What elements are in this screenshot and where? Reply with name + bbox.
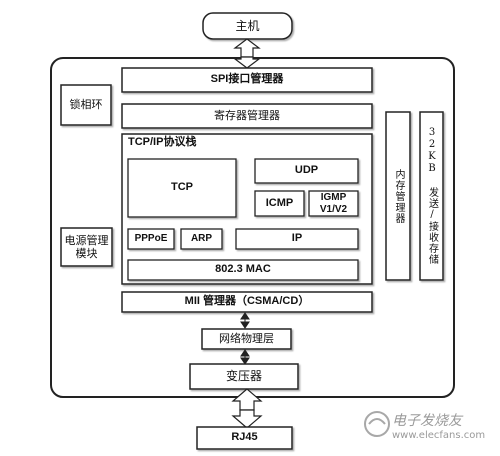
host-label: 主机	[235, 18, 260, 33]
mac-box	[127, 259, 359, 281]
spi-box	[121, 67, 373, 93]
mii-label: MII 管理器（CSMA/CD）	[184, 295, 310, 308]
transformer-label: 变压器	[225, 369, 262, 384]
ip-label: IP	[291, 232, 303, 245]
ip-box	[235, 228, 359, 250]
stack-title: TCP/IP协议栈	[128, 136, 197, 149]
transformer-box	[189, 363, 299, 390]
watermark-url: www.elecfans.com	[392, 430, 486, 441]
phy-label: 网络物理层	[219, 332, 274, 346]
power-label: 电源管理模块	[64, 233, 109, 260]
pll-label: 锁相环	[69, 98, 103, 112]
pppoe-box	[127, 228, 175, 250]
watermark-logo	[364, 411, 390, 437]
register-mgr-box	[121, 103, 373, 129]
udp-box	[254, 158, 359, 184]
phy-box	[201, 328, 292, 350]
memory-mgr-label: 内存管理器	[393, 168, 404, 224]
phy-transformer-arrow	[240, 349, 250, 365]
udp-label: UDP	[294, 164, 319, 177]
icmp-box	[254, 190, 305, 217]
pll-box	[60, 84, 112, 126]
rj45-label: RJ45	[231, 431, 258, 444]
arp-label: ARP	[190, 233, 213, 244]
memory-mgr-box	[385, 111, 411, 281]
host-arrow	[233, 38, 261, 69]
arp-box	[180, 228, 223, 250]
igmp-box	[308, 190, 359, 217]
spi-label: SPI接口管理器	[210, 73, 284, 86]
watermark-brand: 电子发烧友	[392, 413, 462, 429]
tcp-box	[127, 158, 237, 218]
pppoe-label: PPPoE	[134, 233, 168, 244]
tcp-label: TCP	[171, 181, 193, 194]
igmp-label: IGMP V1/V2	[319, 191, 348, 215]
mii-phy-arrow	[240, 312, 250, 329]
power-box	[60, 227, 113, 267]
rj45-arrow	[231, 388, 263, 429]
buffer-box	[419, 111, 444, 281]
icmp-label: ICMP	[265, 196, 294, 209]
mac-label: 802.3 MAC	[215, 263, 271, 276]
mii-box	[121, 291, 373, 313]
rj45-box	[196, 426, 293, 450]
buffer-label: 32KB 发送/接收存储	[426, 127, 438, 265]
register-mgr-label: 寄存器管理器	[214, 109, 280, 123]
